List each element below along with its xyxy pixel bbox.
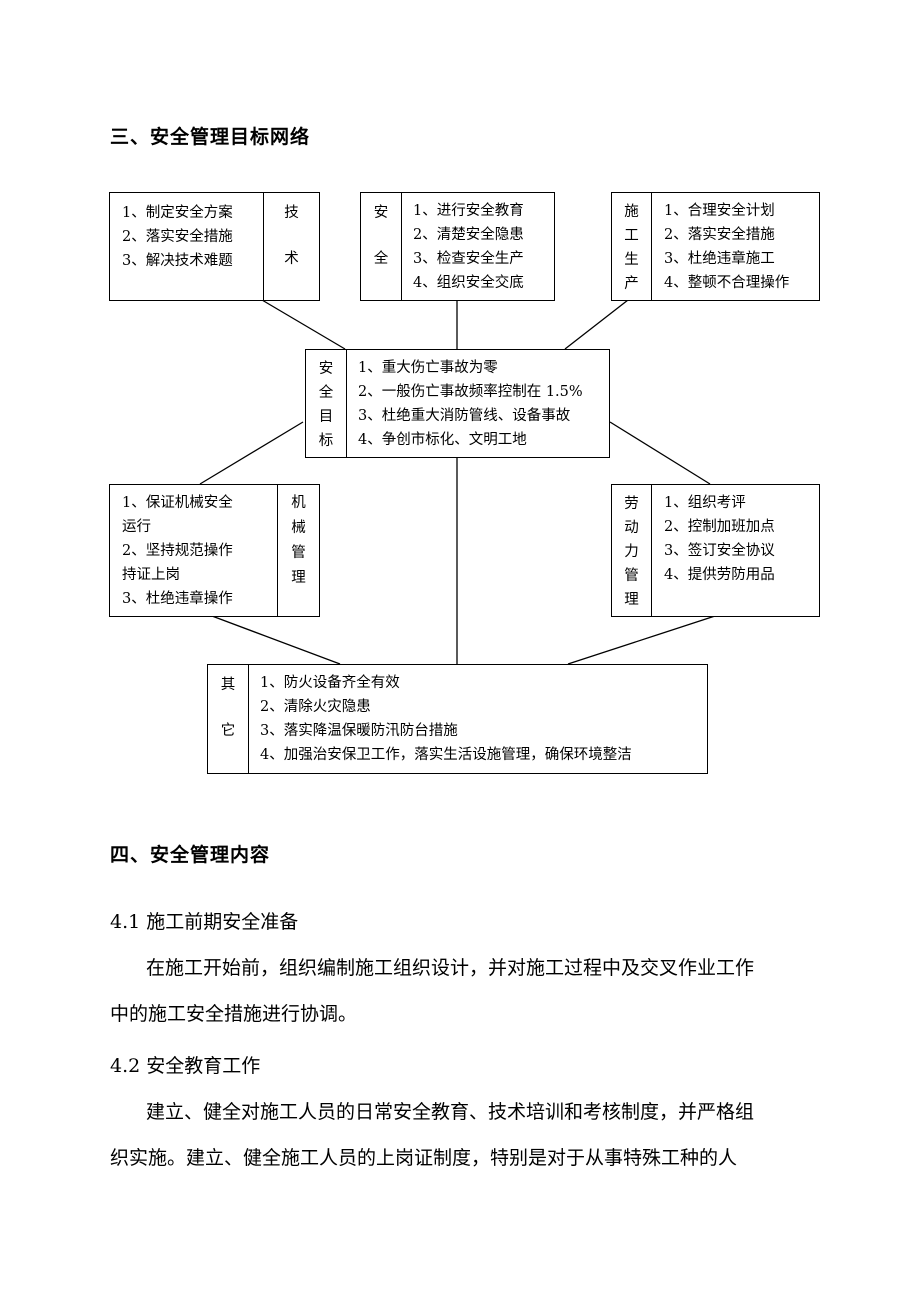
section-3-heading: 三、安全管理目标网络	[110, 126, 311, 148]
other-items: 1、防火设备齐全有效 2、清除火灾隐患 3、落实降温保暖防汛防台措施 4、加强治…	[260, 665, 632, 767]
other-item: 1、防火设备齐全有效	[260, 675, 400, 691]
tech-label-char: 技	[284, 205, 299, 221]
connector-tech-goal	[261, 299, 346, 350]
connector-construction-goal	[564, 299, 629, 350]
machinery-label: 机 械 管 理	[277, 485, 319, 616]
labor-items: 1、组织考评 2、控制加班加点 3、签订安全协议 4、提供劳防用品	[664, 485, 775, 587]
goal-item: 4、争创市标化、文明工地	[358, 432, 527, 448]
goal-item: 1、重大伤亡事故为零	[358, 360, 498, 376]
construction-label: 施 工 生 产	[612, 193, 652, 300]
goal-label-char: 标	[318, 432, 334, 449]
tech-label-char: 术	[284, 251, 299, 267]
tech-item: 3、解决技术难题	[122, 253, 233, 269]
goal-label: 安 全 目 标	[306, 350, 347, 457]
goal-label-char: 安	[318, 361, 334, 378]
labor-label-char: 力	[624, 543, 639, 560]
safety-label-char: 全	[373, 251, 389, 267]
goal-items: 1、重大伤亡事故为零 2、一般伤亡事故频率控制在 1.5% 3、杜绝重大消防管线…	[358, 350, 583, 452]
labor-box: 劳 动 力 管 理 1、组织考评 2、控制加班加点 3、签订安全协议 4、提供劳…	[611, 484, 820, 617]
safety-items: 1、进行安全教育 2、清楚安全隐患 3、检查安全生产 4、组织安全交底	[413, 193, 524, 295]
paragraph-4-1-line-2: 中的施工安全措施进行协调。	[110, 1003, 358, 1025]
section-4-heading: 四、安全管理内容	[110, 844, 271, 866]
machinery-label-char: 管	[291, 545, 306, 561]
labor-label-char: 理	[624, 591, 639, 608]
other-item: 3、落实降温保暖防汛防台措施	[260, 723, 458, 739]
paragraph-4-1-line-1: 在施工开始前，组织编制施工组织设计，并对施工过程中及交叉作业工作	[146, 957, 755, 979]
labor-label-char: 劳	[624, 496, 639, 513]
construction-item: 4、整顿不合理操作	[664, 275, 790, 291]
machinery-item: 1、保证机械安全	[122, 495, 233, 511]
construction-box: 施 工 生 产 1、合理安全计划 2、落实安全措施 3、杜绝违章施工 4、整顿不…	[611, 192, 820, 301]
machinery-label-char: 械	[291, 520, 306, 536]
safety-item: 1、进行安全教育	[413, 203, 524, 219]
other-item: 4、加强治安保卫工作，落实生活设施管理，确保环境整洁	[260, 747, 632, 763]
tech-item: 1、制定安全方案	[122, 205, 233, 221]
other-box: 其 它 1、防火设备齐全有效 2、清除火灾隐患 3、落实降温保暖防汛防台措施 4…	[207, 664, 708, 774]
tech-items: 1、制定安全方案 2、落实安全措施 3、解决技术难题	[122, 193, 233, 273]
construction-item: 1、合理安全计划	[664, 203, 775, 219]
machinery-items: 1、保证机械安全 运行 2、坚持规范操作 持证上岗 3、杜绝违章操作	[122, 485, 233, 611]
safety-label: 安 全	[361, 193, 402, 300]
machinery-item: 运行	[122, 519, 151, 535]
goal-label-char: 全	[318, 385, 334, 402]
paragraph-4-2-line-2: 织实施。建立、健全施工人员的上岗证制度，特别是对于从事特殊工种的人	[110, 1147, 738, 1169]
goal-box: 安 全 目 标 1、重大伤亡事故为零 2、一般伤亡事故频率控制在 1.5% 3、…	[305, 349, 610, 458]
goal-item: 3、杜绝重大消防管线、设备事故	[358, 408, 571, 424]
goal-item: 2、一般伤亡事故频率控制在 1.5%	[358, 384, 583, 400]
tech-label: 技 术	[263, 193, 319, 300]
other-label: 其 它	[208, 665, 249, 773]
paragraph-4-2-line-1: 建立、健全对施工人员的日常安全教育、技术培训和考核制度，并严格组	[146, 1101, 755, 1123]
subsection-4-2-heading: 4.2 安全教育工作	[110, 1055, 261, 1077]
construction-items: 1、合理安全计划 2、落实安全措施 3、杜绝违章施工 4、整顿不合理操作	[664, 193, 789, 295]
labor-item: 2、控制加班加点	[664, 519, 775, 535]
other-label-char: 其	[220, 677, 236, 693]
machinery-label-char: 理	[291, 570, 306, 586]
labor-item: 1、组织考评	[664, 495, 746, 511]
tech-box: 1、制定安全方案 2、落实安全措施 3、解决技术难题 技 术	[109, 192, 320, 301]
connector-machinery-other	[211, 615, 341, 665]
other-label-char: 它	[220, 723, 236, 739]
connector-labor-other	[567, 615, 716, 665]
labor-label: 劳 动 力 管 理	[612, 485, 652, 616]
connector-goal-machinery	[199, 421, 304, 485]
labor-label-char: 动	[624, 520, 639, 537]
safety-item: 2、清楚安全隐患	[413, 227, 524, 243]
safety-label-char: 安	[373, 205, 389, 221]
machinery-item: 3、杜绝违章操作	[122, 591, 233, 607]
goal-label-char: 目	[318, 408, 334, 425]
subsection-4-1-heading: 4.1 施工前期安全准备	[110, 911, 299, 933]
construction-label-char: 施	[624, 204, 639, 221]
machinery-label-char: 机	[291, 495, 306, 511]
construction-item: 2、落实安全措施	[664, 227, 775, 243]
machinery-item: 2、坚持规范操作	[122, 543, 233, 559]
machinery-item: 持证上岗	[122, 567, 180, 583]
tech-item: 2、落实安全措施	[122, 229, 233, 245]
connector-goal-labor	[609, 421, 711, 485]
construction-item: 3、杜绝违章施工	[664, 251, 775, 267]
labor-label-char: 管	[624, 567, 639, 584]
construction-label-char: 生	[624, 251, 639, 268]
labor-item: 4、提供劳防用品	[664, 567, 775, 583]
labor-item: 3、签订安全协议	[664, 543, 775, 559]
machinery-box: 1、保证机械安全 运行 2、坚持规范操作 持证上岗 3、杜绝违章操作 机 械 管…	[109, 484, 320, 617]
other-item: 2、清除火灾隐患	[260, 699, 371, 715]
construction-label-char: 产	[624, 275, 639, 292]
safety-box: 安 全 1、进行安全教育 2、清楚安全隐患 3、检查安全生产 4、组织安全交底	[360, 192, 555, 301]
safety-item: 3、检查安全生产	[413, 251, 524, 267]
safety-item: 4、组织安全交底	[413, 275, 524, 291]
construction-label-char: 工	[624, 228, 639, 245]
